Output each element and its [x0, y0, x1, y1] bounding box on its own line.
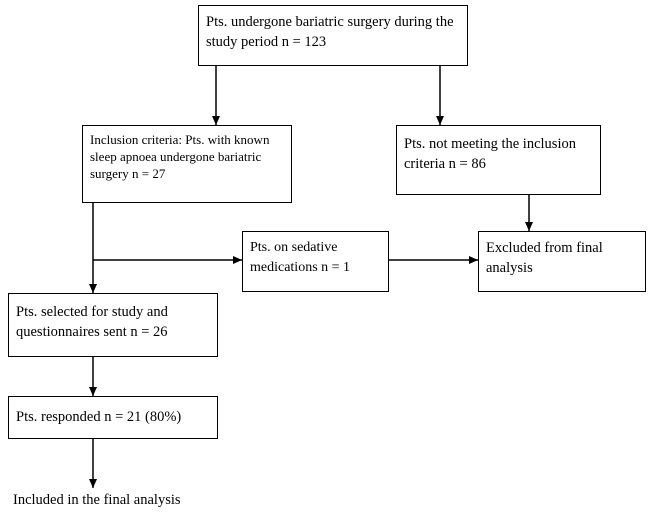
total-patients-box: Pts. undergone bariatric surgery during …	[198, 5, 468, 66]
final-analysis-label: Included in the final analysis	[13, 492, 181, 508]
inclusion-criteria-box: Inclusion criteria: Pts. with known slee…	[82, 125, 292, 203]
responded-box: Pts. responded n = 21 (80%)	[8, 396, 218, 439]
selected-for-study-box: Pts. selected for study and questionnair…	[8, 293, 218, 357]
sedative-medications-box: Pts. on sedative medications n = 1	[242, 231, 389, 292]
not-meeting-criteria-box: Pts. not meeting the inclusion criteria …	[396, 125, 601, 195]
excluded-box: Excluded from final analysis	[478, 231, 646, 292]
